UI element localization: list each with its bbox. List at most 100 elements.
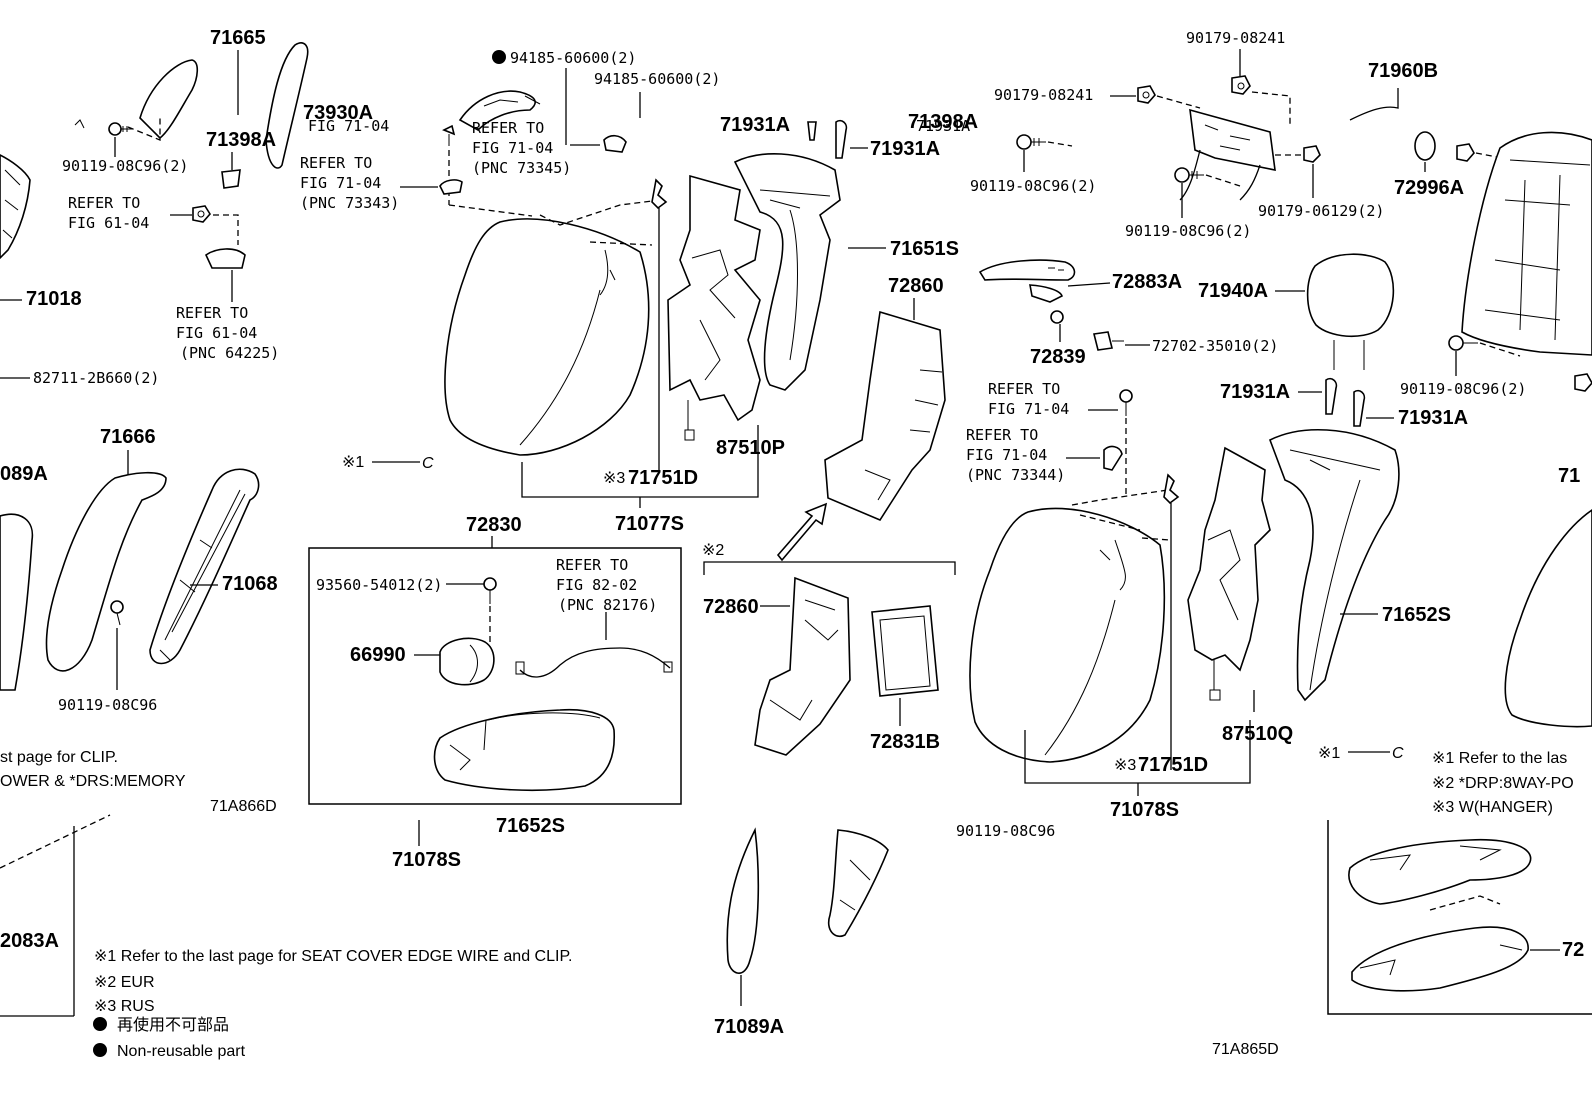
- note-bottom-5: Non-reusable part: [117, 1043, 246, 1060]
- ref-fig7104-2c: (PNC 73345): [472, 159, 571, 177]
- cap-72996A: [1414, 131, 1436, 161]
- cover-cap: [603, 134, 627, 153]
- clip-73344: [1103, 445, 1123, 471]
- screw-icon: [483, 577, 497, 604]
- ref-right-1a: REFER TO: [988, 380, 1060, 398]
- label-71931A-1: 71931A: [720, 114, 790, 136]
- ref-right-1b: FIG 71-04: [988, 400, 1069, 418]
- cushion-fragment-right: [1504, 509, 1592, 728]
- bottom-notes: ※1 Refer to the last page for SEAT COVER…: [93, 948, 1279, 1060]
- bolt-icon: [1093, 331, 1124, 351]
- label-71077S: 71077S: [615, 513, 684, 535]
- label-72996A: 72996A: [1394, 177, 1464, 199]
- label-73930A: 73930A: [303, 102, 373, 124]
- label-71018: 71018: [26, 288, 82, 310]
- label-overlap-71398A: 71398A: [908, 111, 978, 133]
- mark1-right: ※1: [1318, 745, 1340, 762]
- ref-right-2a: REFER TO: [966, 426, 1038, 444]
- label-2083A: 2083A: [0, 930, 59, 952]
- bolt-icon: [1174, 167, 1204, 183]
- label-71-partial: 71: [1558, 465, 1580, 487]
- mark3-right: ※3: [1114, 757, 1136, 774]
- clip-73343: [439, 179, 463, 195]
- bracket-64225: [204, 248, 246, 269]
- clip-c-right: C: [1392, 745, 1404, 762]
- console-bracket-72860-eur: [754, 576, 851, 756]
- ref-fig6104-1b: FIG 61-04: [68, 214, 149, 232]
- ref-fig6104-1a: REFER TO: [68, 194, 140, 212]
- ref-fig8202-a: REFER TO: [556, 556, 628, 574]
- lever-72883A: [978, 259, 1076, 281]
- label-90119-r3: 90119-08C96(2): [1400, 380, 1526, 398]
- clip-71931A-3: [1325, 377, 1338, 415]
- label-71398A: 71398A: [206, 129, 276, 151]
- clip-c-left: C: [422, 455, 434, 472]
- bolt-icon: [1448, 335, 1478, 351]
- nut-icon: [192, 205, 211, 223]
- label-71666: 71666: [100, 426, 156, 448]
- label-90119-r1: 90119-08C96(2): [970, 177, 1096, 195]
- label-71652S: 71652S: [1382, 604, 1451, 626]
- clip-71931A-2: [835, 119, 848, 159]
- label-71751D-2: 71751D: [1138, 754, 1208, 776]
- ref-fig7104-3a: REFER TO: [300, 154, 372, 172]
- label-72839: 72839: [1030, 346, 1086, 368]
- ref-fig6104-2b: FIG 61-04: [176, 324, 257, 342]
- hanger-71751D: [651, 178, 668, 210]
- mark1-left: ※1: [342, 454, 364, 471]
- bezel-72831B: [871, 605, 939, 697]
- label-72-partial: 72: [1562, 939, 1584, 961]
- heater-pad-87510P: [667, 174, 761, 422]
- screw-icon: [110, 600, 124, 626]
- label-71931A-4: 71931A: [1398, 407, 1468, 429]
- ref-fig7104-3c: (PNC 73343): [300, 194, 399, 212]
- label-93560: 93560-54012(2): [316, 576, 442, 594]
- note-right-3: ※3 W(HANGER): [1432, 799, 1553, 816]
- left-panel: 71665 71398A 73930A FIG 71-04 90119-08C9…: [0, 27, 389, 1017]
- label-71068: 71068: [222, 573, 278, 595]
- nut-icon: [1456, 143, 1475, 162]
- mark3-left: ※3: [603, 470, 625, 487]
- note-right-1: ※1 Refer to the las: [1432, 750, 1567, 767]
- label-90119-l2: 90119-08C96: [58, 696, 157, 714]
- label-72830: 72830: [466, 514, 522, 536]
- label-overlap-71931A: 71931A: [916, 117, 970, 135]
- wire-harness: [519, 647, 671, 678]
- label-71651S: 71651S: [890, 238, 959, 260]
- label-71940A: 71940A: [1198, 280, 1268, 302]
- center-seatback: 94185-60600(2) 94185-60600(2) REFER TO F…: [300, 49, 978, 562]
- ref-fig7104-3b: FIG 71-04: [300, 174, 381, 192]
- non-reusable-dot-icon: [93, 1017, 107, 1031]
- bolt-icon: [108, 122, 132, 136]
- armrest-lower-right: [1351, 926, 1529, 992]
- label-71931A-3: 71931A: [1220, 381, 1290, 403]
- nut-icon: [1137, 85, 1156, 104]
- seatback-frame-71651S: [733, 153, 841, 391]
- clip-71931A-4: [1353, 389, 1366, 427]
- label-90179-b: 90179-08241: [994, 86, 1093, 104]
- label-71751D-1: 71751D: [628, 467, 698, 489]
- label-90179-a: 90179-08241: [1186, 29, 1285, 47]
- label-94185-b: 94185-60600(2): [594, 70, 720, 88]
- nut-icon: [1231, 75, 1251, 95]
- label-72831B: 72831B: [870, 731, 940, 753]
- label-90119-r2: 90119-08C96(2): [1125, 222, 1251, 240]
- label-66990: 66990: [350, 644, 406, 666]
- note-bottom-1: ※1 Refer to the last page for SEAT COVER…: [94, 948, 573, 965]
- nut-icon: [1303, 145, 1321, 163]
- ref-fig7104-2a: REFER TO: [472, 119, 544, 137]
- cushion-fragment-left: [0, 513, 34, 691]
- label-94185-a: 94185-60600(2): [510, 49, 636, 67]
- trim-71665: [265, 42, 309, 169]
- label-089A: 089A: [0, 463, 48, 485]
- hanger-71751D-right: [1163, 473, 1180, 505]
- arrow-icon: [776, 502, 828, 562]
- note-left-2: OWER & *DRS:MEMORY: [0, 773, 186, 790]
- ref-fig7104-top: FIG 71-04: [308, 117, 389, 135]
- label-90119-r4: 90119-08C96: [956, 822, 1055, 840]
- ref-right-2b: FIG 71-04: [966, 446, 1047, 464]
- non-reusable-dot-icon: [492, 50, 506, 64]
- ref-right-2c: (PNC 73344): [966, 466, 1065, 484]
- label-90179-c: 90179-06129(2): [1258, 202, 1384, 220]
